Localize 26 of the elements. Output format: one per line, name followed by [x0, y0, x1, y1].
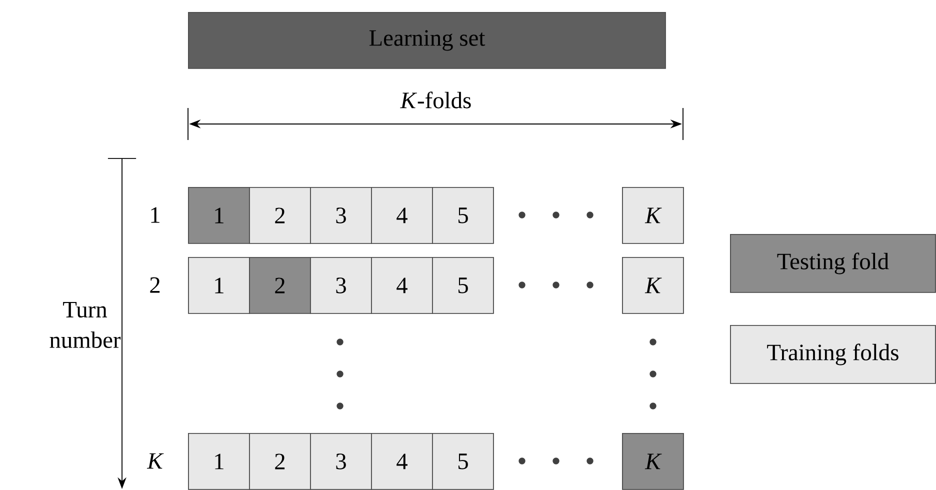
learning-set-box: Learning set [188, 12, 666, 69]
row-number: K [146, 453, 164, 469]
fold-box: 4 [371, 432, 433, 490]
fold-box: 5 [432, 256, 494, 314]
axis-label: Turn number [50, 302, 121, 348]
fold-box: 5 [432, 432, 494, 490]
fold-box: 1 [188, 187, 250, 244]
fold-box: K [622, 256, 684, 314]
fold-box: 3 [310, 256, 372, 314]
fold-box: K [622, 187, 684, 244]
fold-box: 2 [249, 256, 311, 314]
fold-box: K [622, 432, 684, 490]
fold-box: 5 [432, 187, 494, 244]
fold-box: 2 [249, 187, 311, 244]
fold-box: 2 [249, 432, 311, 490]
legend-box: Training folds [730, 324, 936, 384]
row-number: 1 [151, 207, 160, 223]
fold-box: 4 [371, 256, 433, 314]
fold-box: 3 [310, 187, 372, 244]
row-number: 2 [150, 277, 160, 293]
fold-box: 1 [188, 256, 250, 314]
fold-box: 4 [371, 187, 433, 244]
fold-box: 3 [310, 432, 372, 490]
fold-box: 1 [188, 432, 250, 490]
legend-box: Testing fold [730, 234, 936, 293]
dimension-label: K-folds [400, 92, 471, 108]
